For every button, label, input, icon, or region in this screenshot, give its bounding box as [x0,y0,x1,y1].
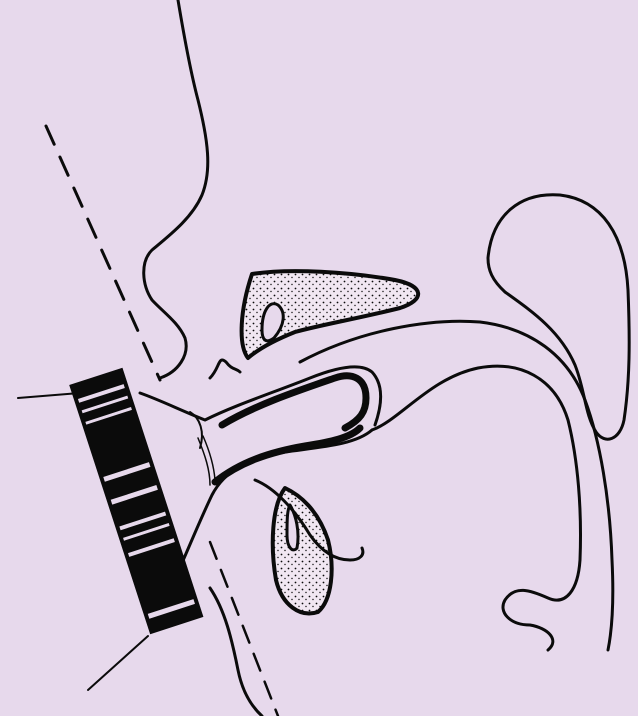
diagram-canvas [0,0,638,716]
sagittal-section-drawing [0,0,638,716]
